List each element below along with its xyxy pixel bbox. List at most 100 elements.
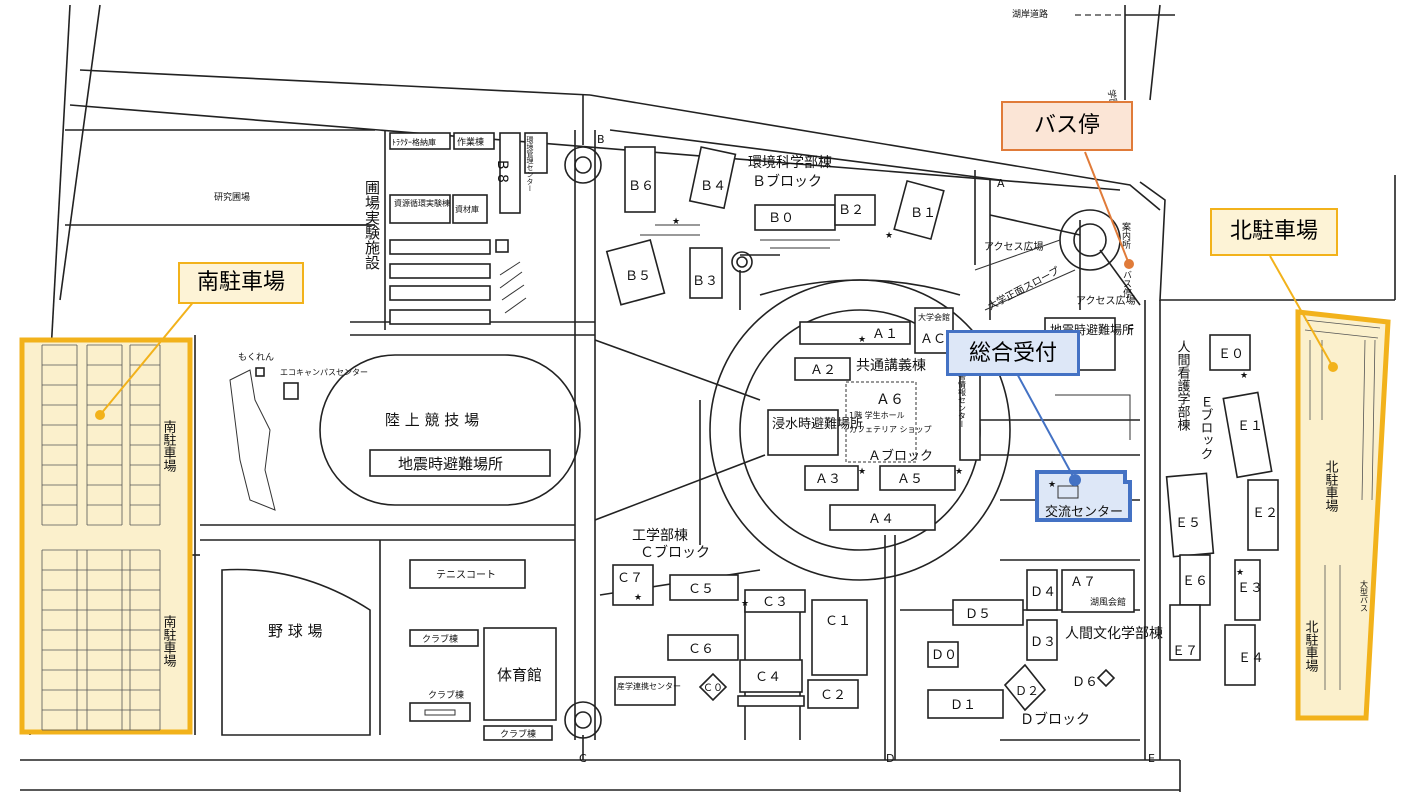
track-field-label: 陸 上 競 技 場	[385, 411, 479, 429]
c4-label: Ｃ４	[755, 670, 781, 685]
gate-e-label: E	[1148, 752, 1155, 765]
c1-label: Ｃ１	[825, 614, 851, 629]
farm-facility-label: 圃場実験施設	[363, 180, 381, 270]
club3-label: クラブ棟	[500, 728, 536, 740]
b-block-label: Ｂブロック	[752, 173, 822, 190]
gate-f-label: F	[1127, 323, 1134, 337]
e1-label: Ｅ１	[1237, 419, 1263, 434]
b5-label: Ｂ５	[625, 269, 651, 284]
e-block: Ｅ０ ★ 人間看護学部棟 Ｅブロック Ｅ１ Ｅ２ Ｅ５ Ｅ６ Ｅ３ ★ Ｅ７ Ｅ…	[1165, 334, 1279, 686]
b-block: 環境科学部棟 Ｂブロック Ｂ６ Ｂ４ Ｂ０ Ｂ２ Ｂ１ Ｂ５ Ｂ３ ★ ★ B …	[597, 133, 1005, 306]
b4-label: Ｂ４	[700, 179, 726, 194]
materials-store-label: 資材庫	[455, 204, 479, 214]
north-parking-lot: 北駐車場 北駐車場 大型バス	[1269, 255, 1391, 721]
club1-label: クラブ棟	[422, 633, 458, 645]
sports-area: 野 球 場 テニスコート クラブ棟 体育館 クラブ棟 クラブ棟	[221, 559, 557, 741]
gate-b-label: B	[597, 133, 605, 146]
gate-d-label: D	[886, 752, 894, 765]
cafeteria-label: カフェテリア ショップ	[849, 425, 932, 434]
e6-label: Ｅ６	[1182, 574, 1208, 589]
env-control-label: 環境管理センター	[526, 136, 534, 192]
e3-label: Ｅ３	[1237, 581, 1263, 596]
eco-campus-label: エコキャンパスセンター	[280, 368, 368, 377]
access-plaza-1: アクセス広場	[984, 240, 1044, 253]
e4-label: Ｅ４	[1238, 651, 1264, 666]
e0-label: Ｅ０	[1218, 347, 1244, 362]
road-network	[20, 4, 1396, 792]
e-block-label: Ｅブロック	[1198, 395, 1213, 460]
lakeside-road-label: 湖岸道路	[1012, 8, 1048, 20]
b0-label: Ｂ０	[768, 211, 794, 226]
engineering-label: 工学部棟	[632, 528, 688, 544]
north-parking-vertical-2: 北駐車場	[1303, 620, 1319, 672]
a6-label: Ａ６	[876, 392, 904, 408]
tractor-shed-label: ﾄﾗｸﾀｰ格納庫	[392, 137, 436, 147]
farm-buildings: ﾄﾗｸﾀｰ格納庫 作業棟 B 8 環境管理センター 資源循環実験棟 資材庫	[389, 132, 548, 325]
a-block-label: Ａブロック	[868, 448, 933, 464]
d-block-label: Ｄブロック	[1020, 711, 1090, 728]
mokuren-label: もくれん	[238, 352, 274, 363]
c-block: 工学部棟 Ｃブロック Ｃ７ ★ Ｃ５ Ｃ３ ★ Ｃ１ Ｃ６ Ｃ４ Ｃ２ Ｃ０ 産…	[579, 528, 868, 765]
north-parking-callout[interactable]: 北駐車場	[1210, 208, 1338, 256]
b3-label: Ｂ３	[692, 274, 718, 289]
club2-label: クラブ棟	[428, 689, 464, 701]
d0-label: Ｄ０	[931, 648, 957, 663]
b1-label: Ｂ１	[910, 206, 936, 221]
svg-text:★: ★	[1048, 480, 1056, 490]
svg-text:★: ★	[955, 467, 963, 477]
kofu-hall-label: 湖風会館	[1090, 596, 1126, 608]
a3-label: Ａ３	[815, 472, 841, 487]
south-parking-callout[interactable]: 南駐車場	[178, 262, 304, 304]
svg-text:★: ★	[1240, 371, 1248, 381]
large-bus-label: 大型バス	[1360, 579, 1369, 612]
nursing-label: 人間看護学部棟	[1175, 340, 1191, 431]
a2-label: Ａ２	[810, 363, 836, 378]
south-parking-vertical-1: 南駐車場	[161, 419, 177, 472]
univ-hall-label: 大学会館	[918, 312, 950, 322]
c3-label: Ｃ３	[762, 595, 788, 610]
env-sci-label: 環境科学部棟	[748, 155, 832, 171]
human-culture-label: 人間文化学部棟	[1065, 626, 1163, 642]
south-parking-lot: 南駐車場 南駐車場	[19, 299, 196, 735]
reception-callout[interactable]: 総合受付	[946, 330, 1080, 376]
north-parking-vertical-1: 北駐車場	[1323, 460, 1339, 512]
c7-label: Ｃ７	[617, 571, 643, 586]
a4-label: Ａ４	[868, 512, 894, 527]
track-field-area: もくれん エコキャンパスセンター 陸 上 競 技 場 地震時避難場所	[229, 352, 581, 511]
bus-stop-callout[interactable]: バス停	[1001, 101, 1133, 151]
d6-label: Ｄ６	[1072, 675, 1098, 690]
a7-label: Ａ７	[1070, 575, 1096, 590]
b8-label: B 8	[494, 160, 510, 183]
c6-label: Ｃ６	[688, 642, 714, 657]
ac-label: ＡＣ	[920, 332, 946, 347]
svg-text:★: ★	[672, 217, 680, 227]
c0-label: Ｃ０	[703, 683, 723, 694]
svg-text:★: ★	[1236, 568, 1244, 578]
d4-label: Ｄ４	[1030, 585, 1056, 600]
svg-text:★: ★	[858, 467, 866, 477]
e7-label: Ｅ７	[1172, 644, 1198, 659]
e2-label: Ｅ２	[1252, 506, 1278, 521]
flood-shelter-label: 浸水時避難場所	[772, 417, 863, 432]
a1-label: Ａ１	[872, 327, 898, 342]
b6-label: Ｂ６	[628, 179, 654, 194]
exchange-center-label: 交流センター	[1045, 504, 1123, 520]
info-center-label: 案内所	[1120, 221, 1131, 250]
gym-label: 体育館	[497, 666, 542, 684]
bus-stop-vertical-label: バス停	[1121, 270, 1132, 298]
work-building-label: 作業棟	[457, 136, 484, 148]
c5-label: Ｃ５	[688, 582, 714, 597]
earthquake-shelter-field: 地震時避難場所	[398, 455, 503, 473]
student-hall-label: 1階 学生ホール	[849, 410, 905, 420]
svg-text:★: ★	[741, 599, 749, 609]
exchange-center-area: ★ 交流センター	[1014, 369, 1132, 522]
d1-label: Ｄ１	[950, 698, 976, 713]
d3-label: Ｄ３	[1030, 635, 1056, 650]
industry-center-label: 産学連携センター	[617, 681, 681, 691]
d5-label: Ｄ５	[965, 607, 991, 622]
c2-label: Ｃ２	[820, 688, 846, 703]
e5-label: Ｅ５	[1175, 516, 1201, 531]
svg-text:★: ★	[858, 335, 866, 345]
gate-c-label: C	[579, 752, 587, 765]
